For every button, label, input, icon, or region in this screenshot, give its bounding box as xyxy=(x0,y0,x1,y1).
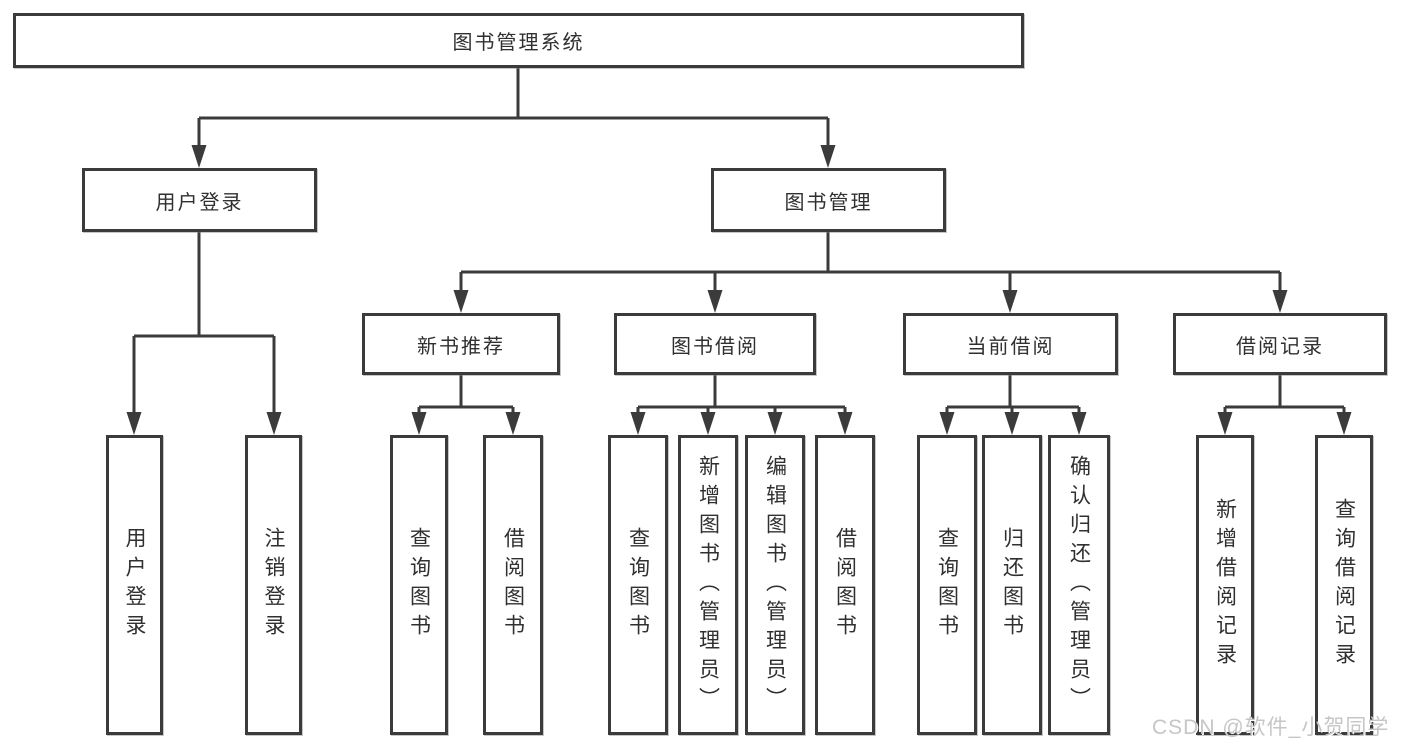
leaf-node-return-books: 归还图书 xyxy=(982,435,1042,735)
arrowhead-icon xyxy=(453,290,469,313)
node-label: 图书管理系统 xyxy=(452,32,585,54)
connector-line xyxy=(197,68,830,150)
node-label: 用户登录 xyxy=(155,191,244,214)
leaf-node-borrow-books: 借阅图书 xyxy=(815,435,875,735)
connector-bookborrow-to-leaves xyxy=(630,375,853,435)
arrowhead-icon xyxy=(266,412,282,435)
node-label: 新书推荐 xyxy=(417,335,505,358)
connector-bookmgmt-to-level3 xyxy=(453,232,1288,313)
arrowhead-icon xyxy=(1336,412,1352,435)
arrowhead-icon xyxy=(1002,290,1018,313)
arrowhead-icon xyxy=(707,290,723,313)
node-label: 新增借阅记录 xyxy=(1213,498,1237,672)
connector-line xyxy=(132,232,276,417)
arrowhead-icon xyxy=(1272,290,1288,313)
leaf-node-logout: 注销登录 xyxy=(245,435,302,735)
node-current-borrowing: 当前借阅 xyxy=(903,313,1118,375)
connector-newbookrec-to-leaves xyxy=(411,375,521,435)
node-label: 查询图书 xyxy=(935,527,959,643)
node-book-management: 图书管理 xyxy=(711,168,946,232)
leaf-node-query-books-borrowing: 查询图书 xyxy=(608,435,668,735)
leaf-node-user-login: 用户登录 xyxy=(106,435,163,735)
node-borrowing-records: 借阅记录 xyxy=(1173,313,1387,375)
arrowhead-icon xyxy=(767,412,783,435)
node-label: 借阅图书 xyxy=(833,527,857,643)
connector-userlogin-to-leaves xyxy=(126,232,282,435)
connector-line xyxy=(945,375,1081,417)
node-library-system: 图书管理系统 xyxy=(13,13,1024,68)
node-label: 编辑图书（管理员） xyxy=(763,454,787,716)
leaf-node-confirm-return-admin: 确认归还（管理员） xyxy=(1048,435,1110,735)
node-label: 确认归还（管理员） xyxy=(1067,454,1091,716)
arrowhead-icon xyxy=(1004,412,1020,435)
connector-root-to-level2 xyxy=(191,68,836,168)
node-label: 新增图书（管理员） xyxy=(696,454,720,716)
arrowhead-icon xyxy=(191,145,207,168)
node-label: 用户登录 xyxy=(123,527,146,643)
connector-line xyxy=(459,232,1282,295)
leaf-node-add-book-admin: 新增图书（管理员） xyxy=(678,435,738,735)
connector-line xyxy=(1223,375,1346,417)
node-user-login: 用户登录 xyxy=(82,168,317,232)
arrowhead-icon xyxy=(700,412,716,435)
leaf-node-borrow-books-recommend: 借阅图书 xyxy=(483,435,543,735)
connector-currentborrow-to-leaves xyxy=(939,375,1087,435)
node-new-book-recommend: 新书推荐 xyxy=(362,313,560,375)
node-label: 查询图书 xyxy=(407,527,431,643)
arrowhead-icon xyxy=(630,412,646,435)
leaf-node-edit-book-admin: 编辑图书（管理员） xyxy=(745,435,805,735)
arrowhead-icon xyxy=(1071,412,1087,435)
connector-borrowrecords-to-leaves xyxy=(1217,375,1352,435)
connector-line xyxy=(417,375,515,417)
node-label: 图书借阅 xyxy=(671,335,759,358)
connector-line xyxy=(636,375,847,417)
leaf-node-add-borrow-record: 新增借阅记录 xyxy=(1196,435,1254,735)
leaf-node-query-books-current: 查询图书 xyxy=(917,435,977,735)
leaf-node-query-borrow-record: 查询借阅记录 xyxy=(1315,435,1373,735)
leaf-node-query-books-recommend: 查询图书 xyxy=(390,435,448,735)
csdn-watermark: CSDN @软件_小贺同学 xyxy=(1152,716,1390,739)
arrowhead-icon xyxy=(837,412,853,435)
arrowhead-icon xyxy=(411,412,427,435)
node-label: 查询图书 xyxy=(626,527,650,643)
arrowhead-icon xyxy=(1217,412,1233,435)
arrowhead-icon xyxy=(505,412,521,435)
node-book-borrowing: 图书借阅 xyxy=(614,313,816,375)
node-label: 借阅记录 xyxy=(1236,335,1324,358)
node-label: 借阅图书 xyxy=(501,527,525,643)
node-label: 查询借阅记录 xyxy=(1332,498,1356,672)
arrowhead-icon xyxy=(820,145,836,168)
node-label: 归还图书 xyxy=(1000,527,1024,643)
node-label: 图书管理 xyxy=(784,191,873,214)
node-label: 注销登录 xyxy=(262,527,285,643)
arrowhead-icon xyxy=(939,412,955,435)
arrowhead-icon xyxy=(126,412,142,435)
node-label: 当前借阅 xyxy=(966,335,1055,358)
